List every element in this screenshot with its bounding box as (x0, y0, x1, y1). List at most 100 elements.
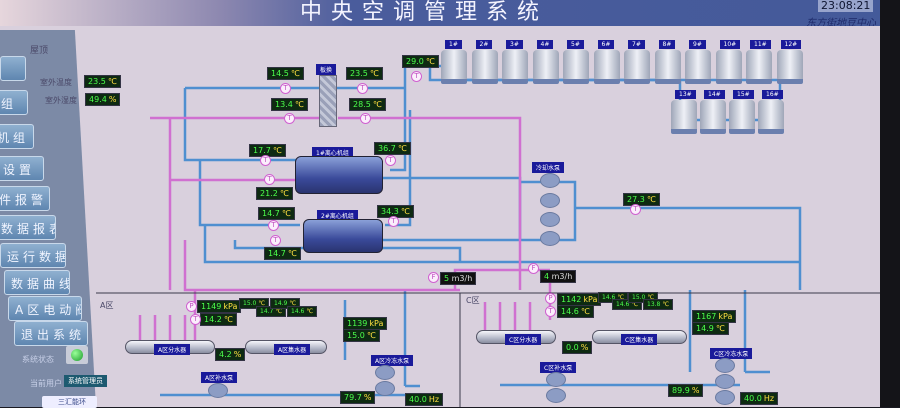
pressure-sensor-icon: P (186, 301, 197, 312)
temp-sensor-icon: T (280, 83, 291, 94)
zone-a-branch-temp: 15.0℃ (239, 298, 270, 309)
zone-c-makeup-pump-1[interactable] (546, 372, 566, 387)
cooling-tower[interactable] (502, 50, 528, 84)
temp-sensor-icon: T (284, 113, 295, 124)
zone-a-makeup-pump[interactable] (208, 383, 228, 398)
sidebar-button-chiller-group[interactable]: 机组 (0, 124, 34, 149)
zone-a-splitter-label: A区分水器 (154, 344, 191, 355)
pressure-sensor-icon: P (545, 293, 556, 304)
cooling-tower-label: 4# (536, 40, 554, 49)
temp-hx-2: 23.5℃ (346, 67, 383, 80)
zone-c-chw-pump-1[interactable] (715, 358, 735, 373)
cooling-tower[interactable] (685, 50, 711, 84)
cooling-pump-4[interactable] (540, 231, 560, 246)
zone-a-chw-pump-label: A区冷冻水泵 (371, 355, 414, 366)
zone-c-chw-pump-label: C区冷冻水泵 (710, 348, 753, 359)
temp-hx-4: 28.5℃ (349, 98, 386, 111)
sidebar-button-top[interactable] (0, 56, 26, 81)
zone-a-makeup-pump-label: A区补水泵 (201, 372, 238, 383)
system-status-label: 系统状态 (22, 355, 54, 364)
outdoor-temp: 23.5℃ (84, 75, 121, 88)
zone-c-branch-temp: 13.8℃ (643, 299, 674, 310)
sidebar-button-run-data[interactable]: 运行数据 (0, 243, 66, 268)
cooling-pump-label: 冷却水泵 (532, 162, 565, 173)
chiller-1-label: 1#离心机组 (312, 147, 353, 158)
zone-c-chw-pump-2[interactable] (715, 374, 735, 389)
temp-tower: 29.0℃ (402, 55, 439, 68)
zone-a-return-temp: 15.0℃ (343, 329, 380, 342)
cooling-pump-1[interactable] (540, 173, 560, 188)
zone-c-pump-valve: 89.9% (668, 384, 704, 397)
zone-a-collector-label: A区集水器 (274, 344, 311, 355)
cooling-tower[interactable] (532, 50, 559, 84)
zone-a-pump-valve: 79.7% (340, 391, 376, 404)
cooling-tower-label: 15# (733, 90, 754, 99)
cooling-tower-label: 16# (762, 90, 783, 99)
plate-hx-label: 板换 (316, 64, 337, 75)
sidebar-button-data-curve[interactable]: 数据曲线 (4, 270, 70, 295)
sidebar-button-a-zone-valve[interactable]: A区电动阀 (8, 296, 82, 321)
outdoor-humidity-label: 室外湿度 (45, 96, 77, 105)
cooling-tower-label: 13# (675, 90, 696, 99)
sidebar-button-settings[interactable]: 设置 (0, 156, 44, 181)
chiller-1-out-temp: 36.7℃ (374, 142, 411, 155)
zone-a-chw-pump-1[interactable] (375, 365, 395, 380)
chiller-2[interactable] (303, 219, 383, 253)
zone-c-supply-temp: 14.6℃ (557, 305, 594, 318)
zone-c-return-temp: 14.9℃ (692, 322, 729, 335)
zone-c-collector: C区集水器 (592, 330, 687, 345)
cooling-tower[interactable] (715, 50, 742, 84)
cooling-tower[interactable] (471, 50, 498, 84)
cooling-tower[interactable] (624, 50, 650, 84)
zone-a-chw-pump-2[interactable] (375, 381, 395, 396)
cooling-tower-label: 2# (475, 40, 493, 49)
app-title: 中央空调管理系统 (300, 0, 549, 25)
zone-c-title: C区 (466, 296, 480, 305)
temp-hx-1: 14.5℃ (267, 67, 304, 80)
sidebar-button-reports[interactable]: 数据报表 (0, 215, 56, 240)
sidebar-button-group[interactable]: 组 (0, 90, 28, 115)
temp-sensor-icon: T (268, 220, 279, 231)
cooling-tower[interactable] (700, 100, 726, 134)
zone-c-chw-pump-3[interactable] (715, 390, 735, 405)
cooling-tower[interactable] (729, 100, 755, 134)
sidebar-button-exit[interactable]: 退出系统 (14, 321, 88, 346)
cooling-tower-label: 5# (567, 40, 584, 49)
cooling-tower[interactable] (776, 50, 803, 84)
temp-sensor-icon: T (357, 83, 368, 94)
cooling-tower-label: 9# (689, 40, 706, 49)
cooling-tower[interactable] (654, 50, 681, 84)
zone-a-supply-temp: 14.2℃ (200, 313, 237, 326)
clock: 23:08:21 (818, 0, 874, 12)
zone-a-valve-opening: 4.2% (215, 348, 246, 361)
title-bar: 中央空调管理系统 23:08:21 东方街地豆中心 (0, 0, 880, 29)
chiller-1[interactable] (295, 156, 383, 194)
zone-a-branch-temp: 14.6℃ (287, 306, 318, 317)
zone-c-branch-temp: 14.6℃ (612, 299, 643, 310)
cooling-tower[interactable] (563, 50, 589, 84)
cooling-tower-label: 1# (445, 40, 462, 49)
chiller-1-return-temp: 21.2℃ (256, 187, 293, 200)
temp-sensor-icon: T (360, 113, 371, 124)
zone-a-collector: A区集水器 (245, 340, 327, 355)
cooling-tower-label: 10# (719, 40, 741, 49)
temp-sensor-icon: T (411, 71, 422, 82)
zone-c-makeup-pump-2[interactable] (546, 388, 566, 403)
cooling-tower[interactable] (758, 100, 784, 134)
cooling-tower[interactable] (671, 100, 697, 134)
temp-sensor-icon: T (630, 204, 641, 215)
temp-hx-3: 13.4℃ (271, 98, 308, 111)
sidebar-button-alarms[interactable]: 件报警 (0, 186, 50, 211)
cooling-pump-3[interactable] (540, 212, 560, 227)
cooling-pump-2[interactable] (540, 193, 560, 208)
cooling-tower-label: 12# (780, 40, 802, 49)
status-indicator-frame (66, 346, 88, 364)
cooling-tower[interactable] (441, 50, 467, 84)
cooling-tower[interactable] (593, 50, 620, 84)
temp-sensor-icon: T (270, 235, 281, 246)
cooling-tower[interactable] (746, 50, 772, 84)
temp-sensor-icon: T (260, 155, 271, 166)
